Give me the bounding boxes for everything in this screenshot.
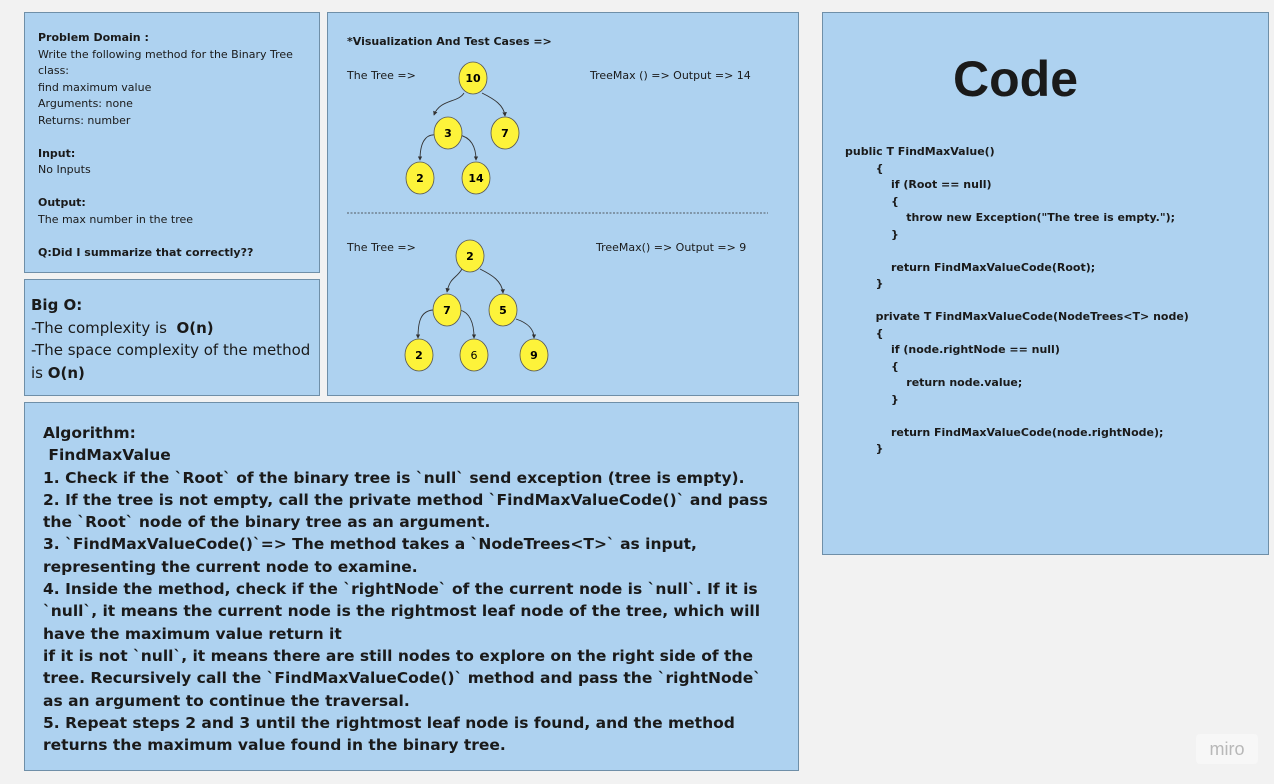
code-line: { [845, 161, 884, 175]
code-line [845, 293, 1189, 310]
spacer [38, 179, 306, 196]
svg-text:2: 2 [415, 349, 423, 362]
code-line [845, 408, 1189, 425]
problem-description-line: class: [38, 64, 70, 77]
code-line: { [845, 194, 899, 208]
tree2-node: 7 [432, 293, 462, 327]
output-value: The max number in the tree [38, 212, 194, 226]
tree2-edge-2-7 [445, 268, 463, 293]
tree2-edge-7-2 [415, 309, 434, 339]
time-complexity-line: -The complexity is O(n) [31, 317, 313, 340]
time-complexity-value: O(n) [176, 318, 214, 337]
code-block: public T FindMaxValue() { if (Root == nu… [845, 144, 1189, 458]
algorithm-step: 3. `FindMaxValueCode()`=> The method tak… [43, 535, 697, 576]
space-complexity-line: -The space complexity of the method is O… [31, 339, 313, 384]
code-line: if (Root == null) [845, 178, 992, 191]
code-line: private T FindMaxValueCode(NodeTrees<T> … [845, 310, 1189, 323]
svg-text:7: 7 [443, 304, 451, 317]
tree2-node: 5 [488, 293, 518, 327]
input-value: No Inputs [38, 163, 91, 176]
code-line [845, 243, 1189, 260]
problem-description-line: Arguments: none [38, 97, 133, 110]
space-complexity-prefix: -The space complexity of the method is [31, 341, 311, 382]
problem-description-line: Write the following method for the Binar… [38, 47, 293, 61]
code-line: } [845, 227, 899, 241]
tree1-node: 14 [461, 161, 491, 195]
space-complexity-value: O(n) [47, 363, 85, 382]
tree2-node: 2 [455, 239, 485, 273]
svg-text:6: 6 [471, 349, 478, 362]
tree1-node: 7 [490, 116, 520, 150]
spacer [38, 129, 306, 146]
visualization-card: *Visualization And Test Cases => The Tre… [327, 12, 799, 396]
tree1-edge-10-7 [481, 92, 507, 117]
tree1-label: The Tree => [347, 69, 416, 82]
visualization-heading: *Visualization And Test Cases => [347, 35, 552, 48]
tree2-result: TreeMax() => Output => 9 [596, 241, 747, 254]
algorithm-card: Algorithm: FindMaxValue 1. Check if the … [24, 402, 799, 771]
miro-watermark: miro [1196, 734, 1258, 764]
algorithm-step: 4. Inside the method, check if the `righ… [43, 580, 761, 643]
tree1-edge-3-14 [458, 134, 479, 161]
problem-description-line: Returns: number [38, 113, 131, 127]
code-line: if (node.rightNode == null) [845, 343, 1060, 356]
code-line: return node.value; [845, 376, 1023, 389]
tree2-node: 9 [519, 338, 549, 372]
svg-text:9: 9 [530, 349, 538, 362]
algorithm-method-name: FindMaxValue [43, 446, 171, 465]
spacer [38, 228, 306, 245]
tree1-node: 2 [405, 161, 435, 195]
problem-domain-label: Problem Domain : [38, 31, 149, 44]
algorithm-step: 1. Check if the `Root` of the binary tre… [43, 468, 745, 487]
code-line: throw new Exception("The tree is empty."… [845, 211, 1176, 224]
time-complexity-prefix: -The complexity is [31, 318, 177, 337]
input-label: Input: [38, 146, 76, 160]
tree2-edge-7-6 [459, 309, 477, 339]
big-o-card: Big O: -The complexity is O(n) -The spac… [24, 279, 320, 396]
tree2-label: The Tree => [347, 241, 416, 254]
svg-text:3: 3 [444, 127, 452, 140]
tree2-node: 2 [404, 338, 434, 372]
tree2-edge-2-5 [479, 268, 505, 294]
code-line: public T FindMaxValue() [845, 145, 995, 158]
algorithm-step: 2. If the tree is not empty, call the pr… [43, 490, 768, 532]
algorithm-title: Algorithm: [43, 424, 136, 442]
tree2-edge-5-9 [515, 318, 537, 339]
svg-text:10: 10 [465, 72, 481, 85]
code-line: return FindMaxValueCode(node.rightNode); [845, 425, 1164, 439]
tree1-edge-10-3 [433, 92, 465, 116]
tree-diagrams: 10 3 7 2 14 2 [347, 61, 768, 372]
svg-text:7: 7 [501, 127, 509, 140]
problem-domain-card: Problem Domain : Write the following met… [24, 12, 320, 273]
svg-text:5: 5 [499, 304, 507, 317]
tree1-result: TreeMax () => Output => 14 [590, 69, 751, 82]
tree1-node: 3 [433, 116, 463, 150]
big-o-title: Big O: [31, 296, 83, 314]
code-title: Code [953, 51, 1078, 107]
tree1-node: 10 [458, 61, 488, 95]
code-line: return FindMaxValueCode(Root); [845, 260, 1096, 274]
code-line: } [845, 392, 899, 406]
problem-description-line: find maximum value [38, 80, 152, 94]
summary-question: Q:Did I summarize that correctly?? [38, 245, 254, 259]
svg-text:14: 14 [468, 172, 484, 185]
code-card: Code public T FindMaxValue() { if (Root … [822, 12, 1269, 555]
algorithm-step: 5. Repeat steps 2 and 3 until the rightm… [43, 713, 735, 755]
code-line: } [845, 442, 884, 455]
code-line: } [845, 277, 884, 290]
output-label: Output: [38, 196, 86, 209]
algorithm-step: if it is not `null`, it means there are … [43, 646, 761, 710]
tree2-node: 6 [459, 338, 489, 372]
svg-text:2: 2 [466, 250, 474, 263]
code-line: { [845, 359, 899, 373]
svg-text:2: 2 [416, 172, 424, 185]
code-line: { [845, 326, 884, 340]
